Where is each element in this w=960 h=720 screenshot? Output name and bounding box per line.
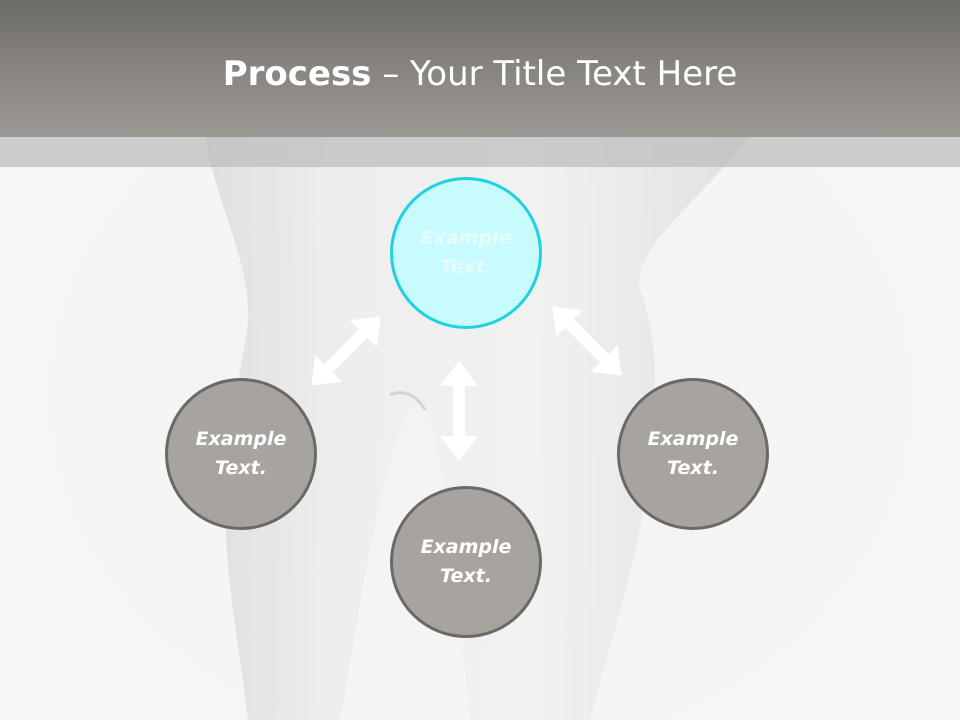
process-node-center-label: Example Text.: [420, 536, 512, 587]
double-arrow-icon-left: [297, 302, 395, 400]
title-rest-part: – Your Title Text Here: [371, 54, 738, 94]
double-arrow-icon-right: [538, 292, 636, 390]
title-bold-part: Process: [222, 54, 372, 94]
process-node-center: Example Text.: [390, 486, 542, 638]
process-node-top: Example Text.: [390, 177, 542, 329]
process-node-top-label: Example Text.: [420, 227, 512, 278]
title-bar-strip: [0, 137, 960, 167]
process-node-right-label: Example Text.: [647, 428, 739, 479]
process-node-left-label: Example Text.: [195, 428, 287, 479]
slide-title: Process – Your Title Text Here: [0, 52, 960, 96]
double-arrow-icon-center: [440, 361, 478, 461]
title-bar: Process – Your Title Text Here: [0, 0, 960, 137]
process-node-left: Example Text.: [165, 378, 317, 530]
process-node-right: Example Text.: [617, 378, 769, 530]
